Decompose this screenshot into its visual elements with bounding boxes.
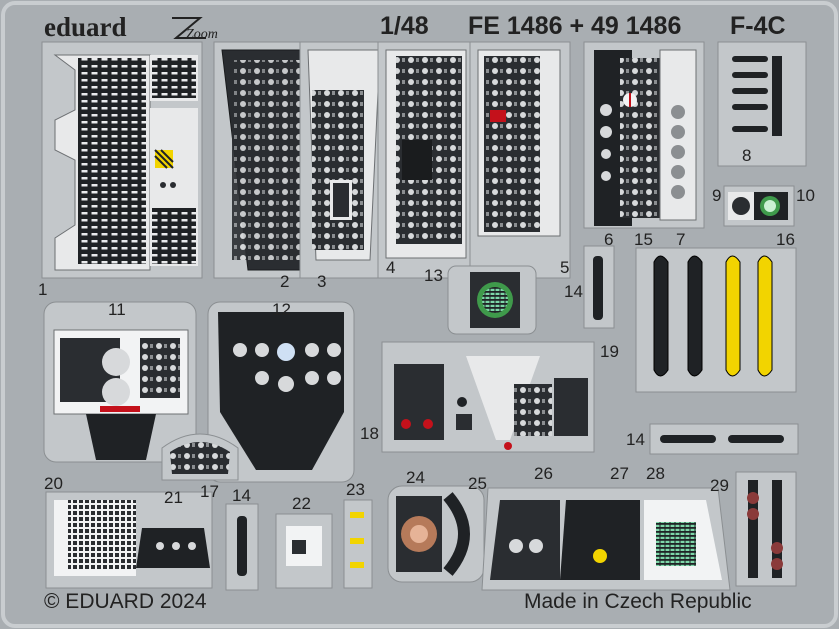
part-14-long-strip	[649, 423, 799, 455]
part-label: 20	[44, 474, 63, 493]
part-label: 10	[796, 186, 815, 205]
part-label: 19	[600, 342, 619, 361]
part-label: 17	[200, 482, 219, 501]
part-label: 28	[646, 464, 665, 483]
part-22-plate	[275, 513, 333, 589]
part-5-panel	[469, 41, 571, 279]
scale-label: 1/48	[380, 12, 429, 40]
part-23-levers	[343, 499, 373, 589]
part-label: 22	[292, 494, 311, 513]
part-label: 11	[108, 300, 126, 319]
part-label: 23	[346, 480, 365, 499]
part-12-panel	[207, 301, 355, 483]
part-label: 27	[610, 464, 629, 483]
part-18-19-panel	[381, 341, 595, 453]
copyright-text: © EDUARD 2024	[44, 590, 207, 613]
model-name: F-4C	[730, 12, 786, 40]
product-code: FE 1486 + 49 1486	[468, 12, 682, 40]
part-9-10	[723, 185, 795, 227]
part-1-group	[41, 41, 203, 279]
part-label: 24	[406, 468, 425, 487]
part-29-strips	[735, 471, 797, 587]
zoom-logo-text: Zoom	[186, 27, 218, 42]
part-label: 4	[386, 258, 396, 277]
part-14-strip	[583, 245, 615, 329]
part-label: 16	[776, 230, 795, 249]
part-17-panel	[161, 433, 239, 481]
part-label: 14	[564, 282, 583, 301]
part-label: 15	[634, 230, 653, 249]
part-26-27-28-panel	[481, 487, 731, 591]
part-label: 2	[280, 272, 290, 291]
part-4-panel	[377, 41, 471, 279]
part-label: 14	[626, 430, 645, 449]
part-label: 14	[232, 486, 251, 505]
part-label: 5	[560, 258, 570, 277]
origin-text: Made in Czech Republic	[524, 590, 752, 613]
part-20-21-panel	[45, 491, 213, 589]
part-label: 21	[164, 488, 183, 507]
part-24-25-panel	[387, 485, 485, 583]
part-label: 13	[424, 266, 443, 285]
part-label: 9	[712, 186, 722, 205]
part-6-7-strips	[583, 41, 705, 229]
part-label: 26	[534, 464, 553, 483]
part-label: 1	[38, 280, 48, 299]
part-3-panel	[299, 41, 389, 279]
part-8-strips	[717, 41, 807, 167]
part-label: 7	[676, 230, 686, 249]
part-13-scope	[447, 265, 537, 335]
zoom-logo: Zoom	[172, 17, 218, 42]
part-2-panel	[213, 41, 313, 279]
part-label: 25	[468, 474, 487, 493]
part-label: 3	[317, 272, 327, 291]
part-label: 29	[710, 476, 729, 495]
part-11-panel	[43, 301, 197, 463]
part-label: 6	[604, 230, 614, 249]
part-label: 8	[742, 146, 752, 165]
brand-logo: eduard	[44, 12, 127, 42]
part-14-bottom-strip	[225, 503, 259, 591]
part-label: 12	[272, 300, 291, 319]
part-label: 18	[360, 424, 379, 443]
part-15-16-handles	[635, 247, 797, 393]
